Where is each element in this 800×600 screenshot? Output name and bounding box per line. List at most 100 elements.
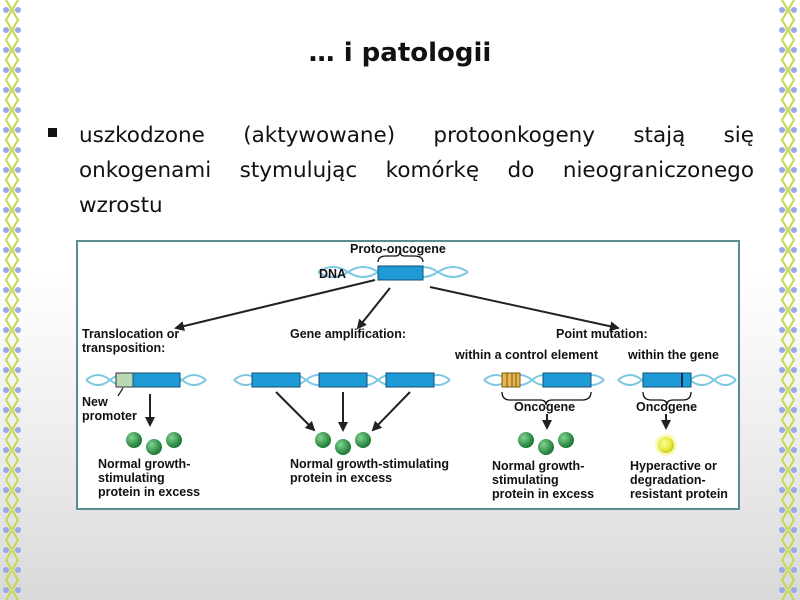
edge-bead (15, 487, 21, 493)
edge-bead (3, 147, 9, 153)
edge-bead (791, 447, 797, 453)
gene-result-line1: Hyperactive or (630, 459, 717, 473)
edge-bead (3, 247, 9, 253)
edge-bead (779, 207, 785, 213)
hyperactive-protein-ball (658, 437, 674, 453)
translocation-result-line1: Normal growth- (98, 457, 190, 471)
dna-helix-control-mutation (483, 372, 605, 388)
edge-bead (779, 127, 785, 133)
edge-bead (779, 107, 785, 113)
edge-bead (3, 547, 9, 553)
edge-bead (15, 247, 21, 253)
point-mutation-label: Point mutation: (556, 327, 648, 341)
arrow-to-translocation (174, 279, 376, 331)
edge-bead (791, 47, 797, 53)
edge-bead (791, 487, 797, 493)
gene-result-line2: degradation- (630, 473, 706, 487)
arrow-amplification-3 (371, 391, 411, 432)
edge-bead (779, 507, 785, 513)
arrow-to-point-mutation (429, 286, 620, 332)
edge-strand (4, 0, 20, 600)
amplification-result-line2: protein in excess (290, 471, 392, 485)
edge-bead (15, 267, 21, 273)
protein-ball (166, 432, 182, 448)
amplified-gene-copy-1 (251, 372, 301, 388)
protein-ball (538, 439, 554, 455)
control-result-line3: protein in excess (492, 487, 594, 501)
left-dna-border-decoration (3, 0, 21, 600)
edge-bead (779, 47, 785, 53)
translocated-gene-block (132, 372, 181, 388)
oncogene-activation-diagram: Proto-oncogene DNA Translocation or tran… (76, 240, 740, 510)
arrow-amplification-1 (275, 391, 316, 432)
edge-bead (15, 47, 21, 53)
edge-bead (779, 267, 785, 273)
edge-bead (791, 587, 797, 593)
edge-bead (15, 107, 21, 113)
edge-bead (3, 507, 9, 513)
amplification-label: Gene amplification: (290, 327, 406, 341)
proto-oncogene-label: Proto-oncogene (350, 242, 446, 256)
edge-bead (791, 567, 797, 573)
edge-bead (3, 107, 9, 113)
edge-bead (3, 467, 9, 473)
proto-oncogene-brace (377, 249, 424, 263)
new-promoter-block (115, 372, 134, 388)
edge-strand (780, 0, 796, 600)
oncogene-label-control: Oncogene (514, 400, 575, 414)
protein-ball (335, 439, 351, 455)
edge-bead (779, 147, 785, 153)
edge-bead (791, 427, 797, 433)
new-promoter-label-line2: promoter (82, 409, 137, 423)
translocation-result-line2: stimulating (98, 471, 165, 485)
edge-bead (791, 207, 797, 213)
diagram-canvas: Proto-oncogene DNA Translocation or tran… (82, 242, 737, 501)
edge-bead (15, 67, 21, 73)
translocation-result-line3: protein in excess (98, 485, 200, 499)
edge-bead (3, 87, 9, 93)
edge-bead (3, 167, 9, 173)
edge-bead (779, 407, 785, 413)
square-bullet-icon (48, 128, 57, 137)
edge-bead (3, 367, 9, 373)
edge-bead (779, 567, 785, 573)
protein-ball (558, 432, 574, 448)
edge-bead (3, 127, 9, 133)
dna-label: DNA (319, 267, 346, 281)
dna-helix-gene-mutation (617, 372, 737, 388)
edge-bead (3, 187, 9, 193)
edge-bead (779, 227, 785, 233)
edge-bead (15, 287, 21, 293)
edge-bead (779, 67, 785, 73)
edge-bead (3, 227, 9, 233)
edge-bead (791, 327, 797, 333)
edge-bead (15, 567, 21, 573)
arrow-to-amplification (356, 287, 391, 330)
edge-bead (15, 167, 21, 173)
edge-bead (779, 87, 785, 93)
edge-bead (3, 427, 9, 433)
edge-bead (3, 407, 9, 413)
edge-bead (15, 207, 21, 213)
edge-bead (3, 347, 9, 353)
oncogene-label-gene: Oncogene (636, 400, 697, 414)
edge-bead (15, 147, 21, 153)
edge-bead (791, 347, 797, 353)
edge-bead (791, 287, 797, 293)
control-result-line1: Normal growth- (492, 459, 584, 473)
dna-helix-top (317, 265, 469, 281)
amplification-result-line1: Normal growth-stimulating (290, 457, 449, 471)
edge-bead (779, 387, 785, 393)
edge-bead (15, 367, 21, 373)
edge-bead (15, 327, 21, 333)
edge-strand (780, 0, 796, 600)
edge-bead (3, 67, 9, 73)
control-mutation-gene-block (542, 372, 592, 388)
edge-bead (15, 127, 21, 133)
edge-bead (791, 227, 797, 233)
edge-bead (791, 27, 797, 33)
edge-bead (791, 267, 797, 273)
edge-bead (791, 147, 797, 153)
edge-bead (779, 167, 785, 173)
edge-bead (3, 307, 9, 313)
